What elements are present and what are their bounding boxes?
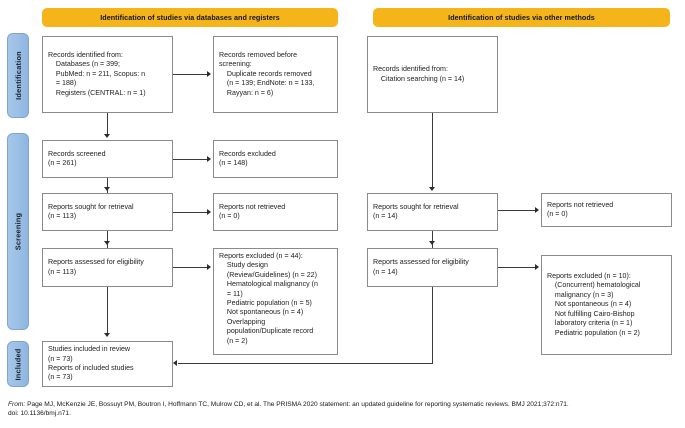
box-records-removed: Records removed before screening: Duplic… bbox=[213, 36, 338, 113]
box-reports-excluded-text: Reports excluded (n = 44): Study design … bbox=[219, 252, 318, 345]
box-studies-included: Studies included in review (n = 73) Repo… bbox=[42, 341, 173, 387]
connector-screened-to-excluded bbox=[173, 159, 208, 160]
stage-label-identification: Identification bbox=[7, 33, 29, 118]
box-other-records-identified: Records identified from: Citation search… bbox=[367, 36, 498, 113]
arrowhead-other-sought-to-not-retrieved bbox=[535, 206, 539, 213]
connector-screened-to-sought bbox=[107, 178, 108, 194]
arrowhead-identified-to-screened bbox=[103, 134, 110, 138]
stage-label-included-text: Included bbox=[13, 348, 23, 380]
arrowhead-other-assessed-to-excluded bbox=[535, 263, 539, 270]
connector-sought-to-assessed bbox=[107, 231, 108, 248]
connector-other-sought-to-not-retrieved bbox=[498, 210, 536, 211]
connector-sought-to-not-retrieved bbox=[173, 212, 208, 213]
box-other-reports-sought-text: Reports sought for retrieval (n = 14) bbox=[373, 202, 459, 220]
box-other-records-identified-text: Records identified from: Citation search… bbox=[373, 65, 465, 83]
arrowhead-screened-to-sought bbox=[103, 187, 110, 191]
connector-assessed-to-excluded bbox=[173, 267, 208, 268]
box-records-excluded: Records excluded (n = 148) bbox=[213, 140, 338, 178]
box-records-screened: Records screened (n = 261) bbox=[42, 140, 173, 178]
box-other-reports-not-retrieved: Reports not retrieved (n = 0) bbox=[541, 193, 672, 227]
box-other-reports-excluded-text: Reports excluded (n = 10): (Concurrent) … bbox=[547, 272, 641, 337]
box-reports-assessed-text: Reports assessed for eligibility (n = 11… bbox=[48, 258, 144, 276]
header-databases-registers: Identification of studies via databases … bbox=[42, 8, 338, 27]
box-reports-assessed: Reports assessed for eligibility (n = 11… bbox=[42, 248, 173, 287]
box-records-identified-text: Records identified from: Databases (n = … bbox=[48, 50, 146, 97]
box-studies-included-text: Studies included in review (n = 73) Repo… bbox=[48, 345, 134, 382]
box-other-reports-assessed-text: Reports assessed for eligibility (n = 14… bbox=[373, 258, 469, 276]
box-records-removed-text: Records removed before screening: Duplic… bbox=[219, 50, 315, 97]
box-records-excluded-text: Records excluded (n = 148) bbox=[219, 149, 276, 167]
stage-label-screening: Screening bbox=[7, 133, 29, 330]
arrowhead-assessed-to-included bbox=[103, 333, 110, 337]
stage-label-included: Included bbox=[7, 341, 29, 387]
arrowhead-assessed-to-excluded bbox=[207, 263, 211, 270]
box-records-screened-text: Records screened (n = 261) bbox=[48, 149, 106, 167]
arrowhead-other-identified-to-sought bbox=[428, 187, 435, 191]
connector-other-sought-to-assessed bbox=[432, 231, 433, 248]
arrowhead-sought-to-assessed bbox=[103, 241, 110, 245]
connector-other-into-included bbox=[178, 363, 433, 364]
arrowhead-other-sought-to-assessed bbox=[428, 241, 435, 245]
footer-citation: From: Page MJ, McKenzie JE, Bossuyt PM, … bbox=[8, 400, 676, 418]
box-reports-excluded: Reports excluded (n = 44): Study design … bbox=[213, 248, 338, 355]
box-reports-not-retrieved: Reports not retrieved (n = 0) bbox=[213, 193, 338, 231]
connector-other-assessed-to-excluded bbox=[498, 267, 536, 268]
footer-citation-prefix: From: bbox=[8, 401, 26, 408]
box-other-reports-excluded: Reports excluded (n = 10): (Concurrent) … bbox=[541, 255, 672, 355]
connector-assessed-to-included bbox=[107, 287, 108, 335]
header-other-methods: Identification of studies via other meth… bbox=[373, 8, 670, 27]
box-records-identified: Records identified from: Databases (n = … bbox=[42, 36, 173, 113]
connector-other-identified-to-sought bbox=[432, 113, 433, 189]
stage-label-identification-text: Identification bbox=[13, 51, 23, 100]
box-reports-sought: Reports sought for retrieval (n = 113) bbox=[42, 193, 173, 231]
arrowhead-identified-to-removed bbox=[207, 70, 211, 77]
footer-citation-text: Page MJ, McKenzie JE, Bossuyt PM, Boutro… bbox=[27, 401, 569, 408]
stage-label-screening-text: Screening bbox=[13, 212, 23, 251]
box-reports-not-retrieved-text: Reports not retrieved (n = 0) bbox=[219, 202, 286, 220]
connector-other-assessed-down bbox=[432, 287, 433, 364]
box-other-reports-assessed: Reports assessed for eligibility (n = 14… bbox=[367, 248, 498, 287]
connector-identified-to-screened bbox=[107, 113, 108, 136]
connector-identified-to-removed bbox=[173, 74, 208, 75]
arrowhead-other-into-included bbox=[173, 360, 177, 366]
arrowhead-screened-to-excluded bbox=[207, 155, 211, 162]
footer-citation-doi: doi: 10.1136/bmj.n71. bbox=[8, 410, 71, 417]
box-other-reports-not-retrieved-text: Reports not retrieved (n = 0) bbox=[547, 200, 614, 218]
box-other-reports-sought: Reports sought for retrieval (n = 14) bbox=[367, 193, 498, 231]
box-reports-sought-text: Reports sought for retrieval (n = 113) bbox=[48, 202, 134, 220]
arrowhead-sought-to-not-retrieved bbox=[207, 208, 211, 215]
